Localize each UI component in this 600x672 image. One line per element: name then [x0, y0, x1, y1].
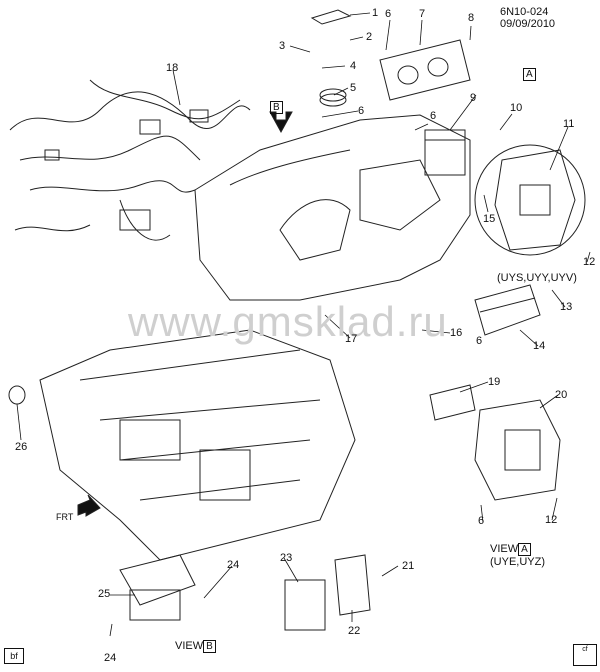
callout-14: 14 [533, 340, 546, 352]
footer-badge: bf [4, 648, 24, 664]
drawing-code-text: 6N10-024 [500, 6, 549, 18]
cap-1 [310, 9, 352, 25]
wiring-harness-18 [9, 79, 251, 241]
instrument-panel-upper [194, 114, 471, 301]
drawing-code: 6N10-024 09/09/2010 [500, 6, 600, 30]
bezel-20 [474, 399, 561, 501]
faceplate-19 [429, 384, 476, 421]
callout-12: 12 [583, 256, 596, 268]
view-a-marker-letter: A [523, 68, 536, 81]
view-b-prefix: VIEW [175, 640, 204, 652]
callout-1: 1 [372, 7, 379, 19]
callout-22: 22 [348, 625, 361, 637]
module-23 [284, 579, 326, 631]
callout-6: 6 [430, 110, 437, 122]
frt-arrow [77, 494, 101, 517]
callout-24: 24 [104, 652, 117, 664]
callout-21: 21 [402, 560, 415, 572]
instrument-panel-frame [39, 329, 356, 561]
callout-6: 6 [478, 515, 485, 527]
callout-4: 4 [350, 60, 357, 72]
callout-3: 3 [279, 40, 286, 52]
callout-13: 13 [560, 301, 573, 313]
callout-11: 11 [563, 118, 575, 130]
callout-6: 6 [358, 105, 365, 117]
detail-a-bezel [474, 144, 586, 256]
callout-2: 2 [366, 31, 373, 43]
view-b-letter: B [203, 640, 216, 653]
corner-tag: cf [573, 644, 597, 666]
drawing-date: 09/09/2010 [500, 18, 556, 30]
view-a-letter: A [518, 543, 531, 556]
callout-9: 9 [470, 92, 477, 104]
callout-7: 7 [419, 8, 426, 20]
callout-15: 15 [483, 213, 496, 225]
view-a-prefix: VIEW [490, 543, 519, 555]
view-a-marker: A [523, 68, 536, 81]
detail-a-codes: (UYS,UYY,UYV) [497, 272, 577, 284]
callout-10: 10 [510, 102, 523, 114]
callout-19: 19 [488, 376, 501, 388]
watermark: www.gmsklad.ru [128, 298, 448, 345]
plug-26 [8, 385, 26, 405]
callout-16: 16 [450, 327, 463, 339]
callout-17: 17 [345, 333, 358, 345]
callout-8: 8 [468, 12, 475, 24]
arrow-b [269, 111, 293, 134]
view-a-codes: (UYE,UYZ) [490, 556, 545, 568]
front-label: FRT [56, 512, 74, 522]
callout-5: 5 [350, 82, 357, 94]
leader-lines [16, 12, 591, 637]
callout-20: 20 [555, 389, 568, 401]
view-b-marker-letter: B [270, 101, 283, 114]
radio-9 [424, 129, 466, 176]
callout-23: 23 [280, 552, 293, 564]
module-14 [474, 284, 541, 336]
callout-12: 12 [545, 514, 558, 526]
instrument-cluster-7 [379, 39, 471, 101]
callout-24: 24 [227, 559, 240, 571]
bracket-25 [119, 554, 196, 621]
bracket-22 [334, 554, 371, 616]
callout-6: 6 [385, 8, 392, 20]
speaker-5 [319, 88, 347, 107]
callout-25: 25 [98, 588, 111, 600]
callout-6: 6 [476, 335, 483, 347]
callout-26: 26 [15, 441, 28, 453]
view-b-marker: B [270, 101, 283, 114]
callout-18: 18 [166, 62, 179, 74]
